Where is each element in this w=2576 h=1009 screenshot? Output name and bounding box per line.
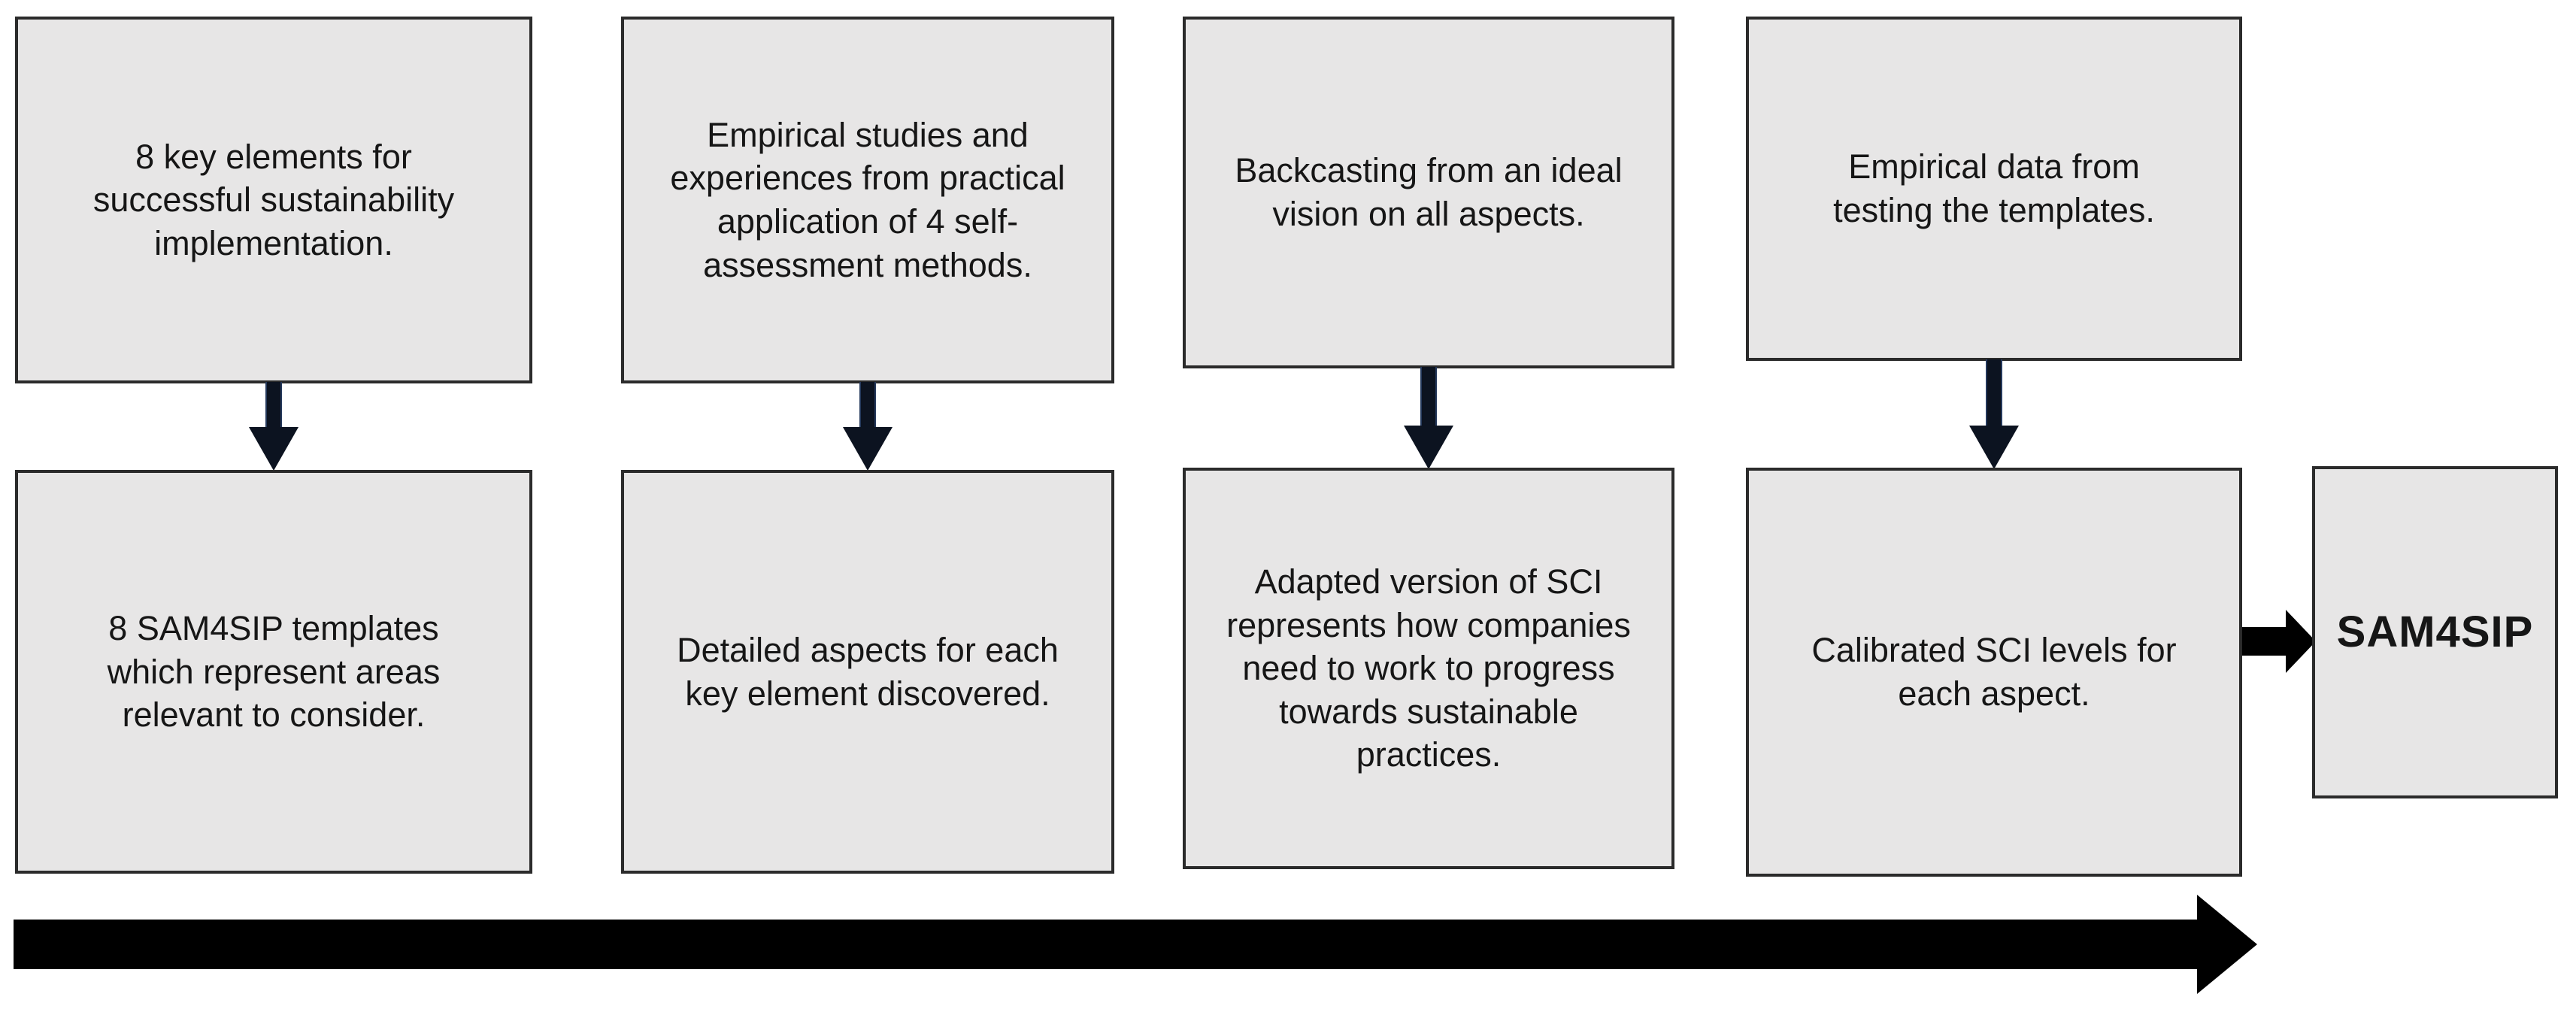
bottom-box-adapted-sci-label: Adapted version of SCI represents how co… xyxy=(1226,562,1631,774)
down-arrow-2-head-icon xyxy=(843,427,893,471)
down-arrow-1-stem xyxy=(265,382,282,433)
top-box-key-elements: 8 key elements for successful sustainabi… xyxy=(15,17,532,383)
result-box-sam4sip-label: SAM4SIP xyxy=(2336,607,2534,656)
top-box-key-elements-label: 8 key elements for successful sustainabi… xyxy=(92,137,455,262)
top-box-empirical-studies: Empirical studies and experiences from p… xyxy=(621,17,1114,383)
down-arrow-4-stem xyxy=(1986,359,2002,429)
top-box-empirical-data-label: Empirical data from testing the template… xyxy=(1833,147,2155,229)
bottom-timeline-arrow-body xyxy=(14,920,2197,969)
bottom-box-calibrated-sci: Calibrated SCI levels for each aspect. xyxy=(1746,468,2242,877)
right-arrow-body xyxy=(2242,627,2286,656)
top-box-empirical-data: Empirical data from testing the template… xyxy=(1746,17,2242,361)
bottom-box-calibrated-sci-label: Calibrated SCI levels for each aspect. xyxy=(1811,631,2177,713)
bottom-box-detailed-aspects: Detailed aspects for each key element di… xyxy=(621,470,1114,874)
down-arrow-1-head-icon xyxy=(249,427,299,471)
top-box-backcasting-label: Backcasting from an ideal vision on all … xyxy=(1235,151,1623,233)
down-arrow-4-head-icon xyxy=(1969,426,2019,469)
bottom-box-templates: 8 SAM4SIP templates which represent area… xyxy=(15,470,532,874)
bottom-box-detailed-aspects-label: Detailed aspects for each key element di… xyxy=(677,630,1059,713)
right-arrow-head-icon xyxy=(2286,610,2316,673)
bottom-box-templates-label: 8 SAM4SIP templates which represent area… xyxy=(107,609,441,735)
down-arrow-3-stem xyxy=(1420,367,1437,430)
down-arrow-2-stem xyxy=(859,382,876,433)
top-box-empirical-studies-label: Empirical studies and experiences from p… xyxy=(670,115,1065,284)
bottom-box-adapted-sci: Adapted version of SCI represents how co… xyxy=(1183,468,1674,869)
bottom-timeline-arrow-head-icon xyxy=(2197,895,2257,994)
result-box-sam4sip: SAM4SIP xyxy=(2312,466,2558,798)
top-box-backcasting: Backcasting from an ideal vision on all … xyxy=(1183,17,1674,368)
down-arrow-3-head-icon xyxy=(1404,426,1453,469)
